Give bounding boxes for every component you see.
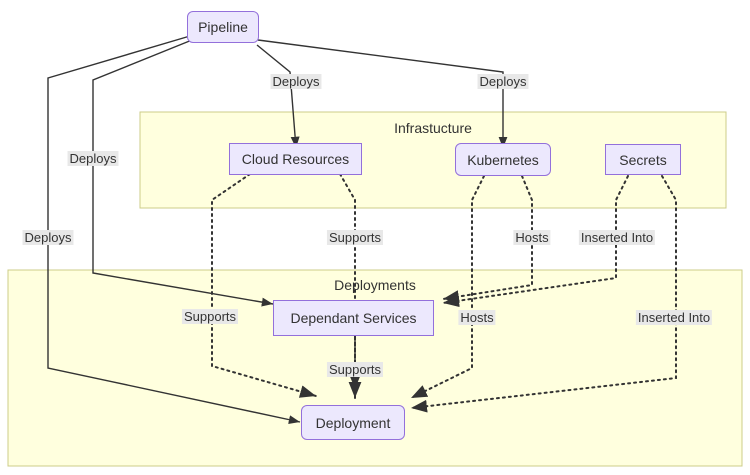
node-dependant-services-label: Dependant Services <box>290 310 417 326</box>
cluster-label-deployments: Deployments <box>334 277 416 293</box>
edge-label-cloud-dependant-services: Supports <box>181 309 239 324</box>
edge-label-pipeline-dependant-services: Deploys <box>67 151 119 166</box>
edge-pipeline-cloud <box>256 44 300 149</box>
node-secrets-label: Secrets <box>619 151 667 168</box>
edge-secrets-deploy <box>410 175 677 413</box>
edge-label-pipeline-cloud: Deploys <box>270 74 322 89</box>
edge-label-secrets-dependant-services: Inserted Into <box>578 230 656 245</box>
node-deployment-label: Deployment <box>315 414 391 431</box>
node-cloud-resources[interactable]: Cloud Resources <box>229 143 362 175</box>
edge-k8s-deploy <box>410 175 485 399</box>
node-dependant-services[interactable]: Dependant Services <box>273 300 434 336</box>
edge-label-cloud-deployment: Supports <box>326 230 384 245</box>
edge-pipeline-depsvc <box>92 39 274 307</box>
edge-pipeline-deploy <box>47 35 301 425</box>
node-kubernetes-label: Kubernetes <box>467 151 539 168</box>
node-kubernetes[interactable]: Kubernetes <box>455 143 551 176</box>
edge-label-dependant-services-deployment: Supports <box>326 362 384 377</box>
edge-label-secrets-deployment: Inserted Into <box>635 310 713 325</box>
edge-cloud-depsvc <box>211 173 317 398</box>
edge-label-kubernetes-deployment: Hosts <box>458 310 496 325</box>
node-pipeline[interactable]: Pipeline <box>187 11 259 43</box>
edge-label-kubernetes-dependant-services: Hosts <box>513 230 551 245</box>
node-pipeline-label: Pipeline <box>198 19 248 35</box>
node-cloud-resources-label: Cloud Resources <box>241 151 350 167</box>
edge-label-pipeline-deployment: Deploys <box>22 230 74 245</box>
node-deployment[interactable]: Deployment <box>301 405 405 440</box>
node-secrets[interactable]: Secrets <box>605 144 681 175</box>
edge-pipeline-k8s <box>257 39 508 148</box>
edge-label-pipeline-kubernetes: Deploys <box>477 74 529 89</box>
cluster-label-infrastructure: Infrastucture <box>394 120 472 136</box>
